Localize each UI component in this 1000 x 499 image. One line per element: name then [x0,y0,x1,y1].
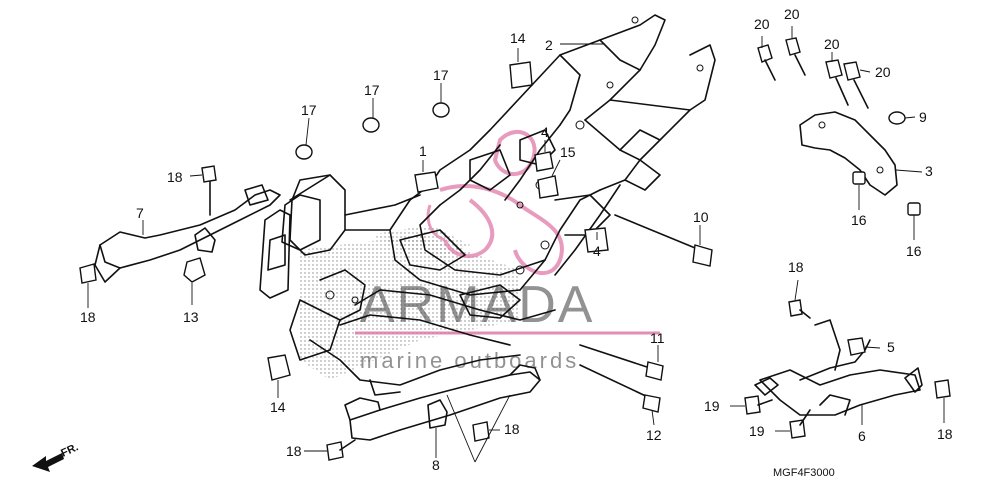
bolt-18-f-icon [326,439,356,461]
callout-20-b: 20 [784,6,800,22]
callout-11: 11 [650,330,665,346]
callout-17-c: 17 [301,102,317,118]
callout-20-a: 20 [754,16,770,32]
callout-10: 10 [693,209,709,225]
nut-5-icon [847,337,866,356]
bolt-18-b-icon [79,263,97,284]
bolt-11-icon [579,344,664,381]
bolt-18-a-icon [201,165,217,216]
nut-16-b-icon [907,202,921,216]
bolt-20-a-icon [757,44,776,81]
callout-5: 5 [887,339,895,355]
callout-18-e: 18 [504,421,520,437]
bolt-18-e-icon [472,421,490,442]
grommet-17-a-icon [432,102,450,118]
callout-7: 7 [136,205,144,221]
bolt-12-icon [579,364,661,413]
callout-8: 8 [432,457,440,473]
rear-bracket-7 [94,184,281,283]
callout-13: 13 [183,309,199,325]
bolt-18-d-icon [934,379,951,399]
frame-body-2 [259,14,716,396]
bolt-19-b-icon [789,409,811,439]
grommet-17-c-icon [295,144,313,160]
watermark-tagline: marine outboards [360,348,579,373]
collar-4-b-icon [584,227,609,253]
bracket-3 [799,111,898,196]
bolt-19-a-icon [744,395,773,415]
nut-13-icon [183,257,206,283]
callout-20-c: 20 [824,36,840,52]
callout-18-c: 18 [788,259,804,275]
callout-labels: 1 2 3 4 4 5 6 7 8 9 10 11 12 13 14 14 15… [80,6,953,473]
callout-4-b: 4 [593,243,601,259]
clip-14-a-icon [509,61,533,89]
bolt-18-c-icon [788,299,811,319]
callout-17-b: 17 [364,82,380,98]
callout-1: 1 [419,143,427,159]
watermark-brand: ARMADA [360,276,594,334]
callout-18-a: 18 [167,169,183,185]
callout-14-a: 14 [510,30,526,46]
leader-lines [87,26,945,463]
callout-4-a: 4 [541,124,549,140]
figure-code: MGF4F3000 [773,467,835,479]
callout-6: 6 [858,428,866,444]
watermark: ARMADA marine outboards [355,129,660,373]
stand-bracket-6 [754,319,923,416]
nut-16-a-icon [852,171,866,185]
front-direction-indicator: FR. [32,441,80,472]
callout-3: 3 [925,163,933,179]
collar-4-a-icon [534,151,554,172]
arrow-left-icon [32,453,64,472]
clamp-1-icon [414,171,439,193]
callout-17-a: 17 [433,67,449,83]
callout-16-a: 16 [851,212,867,228]
callout-19-b: 19 [749,423,765,439]
callout-18-f: 18 [286,443,302,459]
callout-18-d: 18 [937,426,953,442]
callout-16-b: 16 [906,243,922,259]
callout-20-d: 20 [875,64,891,80]
bolt-20-c-icon [825,59,849,106]
callout-18-b: 18 [80,309,96,325]
callout-9: 9 [919,109,927,125]
fasteners [79,37,951,461]
callout-15: 15 [560,144,576,160]
collar-15-icon [537,175,559,199]
lower-bar-8 [344,364,541,441]
grommet-9-icon [888,111,906,125]
grommet-17-b-icon [362,117,380,133]
bolt-10-icon [614,214,713,267]
callout-2: 2 [545,37,553,53]
bolt-20-b-icon [785,37,806,76]
bolt-20-d-icon [843,61,869,109]
callout-12: 12 [646,427,662,443]
clip-14-b-icon [267,354,291,381]
callout-14-b: 14 [270,399,286,415]
callout-19-a: 19 [704,398,720,414]
direction-label: FR. [59,441,80,459]
